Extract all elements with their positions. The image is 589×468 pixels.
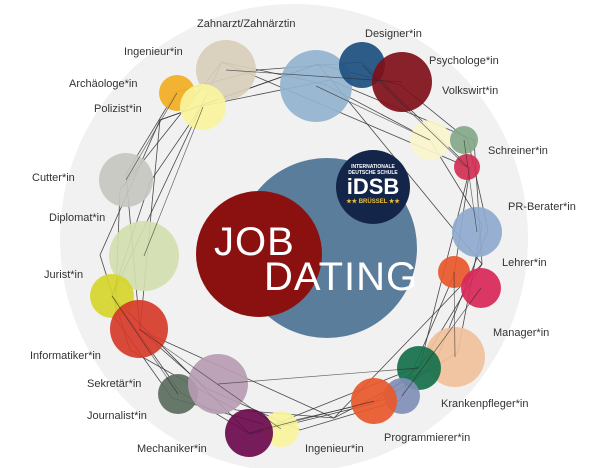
title-dating: DATING (264, 255, 419, 299)
logo-text-city: ★★ BRÜSSEL ★★ (346, 199, 400, 205)
label-cutter: Cutter*in (32, 172, 75, 184)
label-manager: Manager*in (493, 327, 550, 339)
label-programmierer: Programmierer*in (384, 432, 471, 444)
overlay-line-6 (111, 295, 179, 395)
label-polizist: Polizist*in (94, 103, 142, 115)
overlay-line-2 (315, 85, 431, 141)
center-red-circle (196, 191, 322, 317)
label-psychologe: Psychologe*in (429, 55, 499, 67)
overlay-line-7 (125, 92, 178, 181)
overlay-line-4 (453, 271, 456, 358)
label-ingenieur-top: Ingenieur*in (124, 46, 183, 58)
label-designer: Designer*in (365, 28, 422, 40)
label-informatiker: Informatiker*in (30, 350, 101, 362)
label-journalist: Journalist*in (87, 410, 147, 422)
overlay-line-12 (361, 64, 468, 168)
logo-text-internationale: INTERNATIONALE (351, 164, 395, 170)
label-jurist: Jurist*in (44, 269, 84, 281)
overlay-line-3 (463, 139, 478, 233)
label-archaeologe: Archäologe*in (69, 78, 138, 90)
overlay-line-9 (217, 367, 420, 385)
overlay-line-10 (401, 287, 482, 397)
idsb-logo: INTERNATIONALE DEUTSCHE SCHULE iDSB ★★ B… (336, 150, 410, 224)
overlay-line-1 (225, 69, 403, 83)
label-sekretaer: Sekretär*in (87, 378, 142, 390)
label-pr-berater: PR-Berater*in (508, 201, 576, 213)
overlay-line-11 (138, 328, 282, 430)
label-zahnarzt: Zahnarzt/Zahnärztin (197, 18, 296, 30)
logo-wordmark: iDSB (346, 174, 400, 199)
label-lehrer: Lehrer*in (502, 257, 547, 269)
label-ingenieur-bottom: Ingenieur*in (305, 443, 364, 455)
label-diplomat: Diplomat*in (49, 212, 106, 224)
bubble-diplomat (109, 221, 179, 291)
overlay-line-5 (248, 400, 375, 434)
overlay-line-8 (143, 106, 204, 257)
label-mechaniker: Mechaniker*in (137, 443, 207, 455)
label-schreiner: Schreiner*in (488, 145, 548, 157)
title-job: JOB (214, 220, 295, 264)
logo-text-deutsche-schule: DEUTSCHE SCHULE (348, 170, 398, 176)
label-volkswirt: Volkswirt*in (442, 85, 499, 97)
label-krankenpfleger: Krankenpfleger*in (441, 398, 529, 410)
